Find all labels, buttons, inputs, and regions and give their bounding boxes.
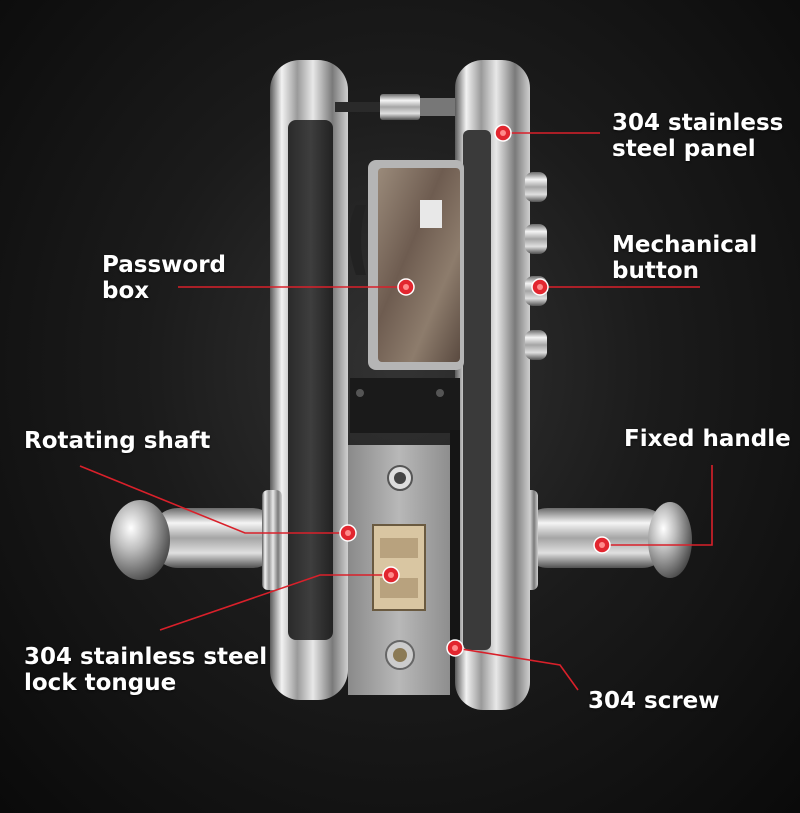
- callout-lines: [79, 132, 713, 691]
- callout-line-rotating-shaft: [79, 465, 348, 534]
- callout-line-fixed-handle: [602, 465, 713, 546]
- label-rotating-shaft: Rotating shaft: [24, 428, 210, 454]
- label-lock-tongue-line-1: 304 stainless steel: [24, 644, 268, 670]
- mortise-faceplate: [348, 445, 450, 695]
- label-mechanical-button-line-2: button: [612, 258, 700, 284]
- label-password-box: Password box: [102, 252, 226, 304]
- label-password-box-line-1: Password: [102, 252, 226, 278]
- callout-dot-rotating-shaft: [339, 524, 357, 542]
- label-screw: 304 screw: [588, 688, 720, 714]
- callout-dot-fixed-handle: [593, 536, 611, 554]
- label-mechanical-button-line-1: Mechanical: [612, 232, 758, 258]
- callout-line-lock-tongue: [159, 574, 390, 631]
- label-screw-line-1: 304 screw: [588, 688, 720, 714]
- label-steel-panel-line-1: 304 stainless: [612, 110, 784, 136]
- label-steel-panel: 304 stainless steel panel: [612, 110, 783, 162]
- label-mechanical-button: Mechanical button: [612, 232, 757, 284]
- label-rotating-shaft-line-1: Rotating shaft: [24, 428, 211, 454]
- left-panel: [270, 60, 348, 700]
- label-steel-panel-line-2: steel panel: [612, 136, 756, 162]
- label-fixed-handle: Fixed handle: [624, 426, 791, 452]
- label-lock-tongue-line-2: lock tongue: [24, 670, 177, 696]
- callout-dot-screw: [446, 639, 464, 657]
- label-fixed-handle-line-1: Fixed handle: [624, 426, 791, 452]
- callout-dot-mechanical-button: [531, 278, 549, 296]
- callout-dot-lock-tongue: [382, 566, 400, 584]
- password-box-body: [349, 160, 464, 370]
- callout-dot-password-box: [397, 278, 415, 296]
- threaded-rod: [335, 94, 465, 120]
- left-lever-handle: [110, 490, 282, 590]
- label-lock-tongue: 304 stainless steel lock tongue: [24, 644, 267, 696]
- callout-line-screw: [454, 647, 579, 691]
- right-panel: [455, 60, 530, 710]
- callout-dot-steel-panel: [494, 124, 512, 142]
- callout-dots: [339, 124, 611, 657]
- label-password-box-line-2: box: [102, 278, 150, 304]
- cam-block: [350, 378, 460, 433]
